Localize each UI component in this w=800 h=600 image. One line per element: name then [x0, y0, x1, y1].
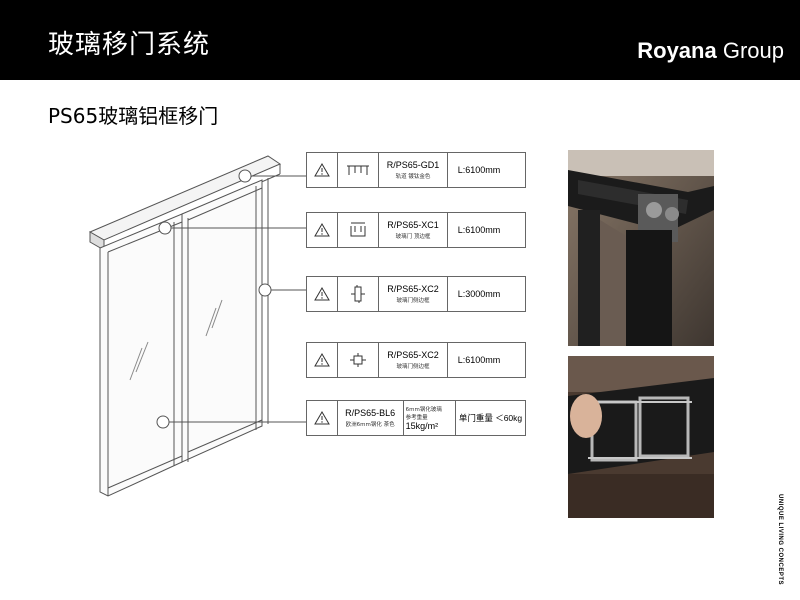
profile-section-photo [568, 356, 714, 518]
brand-name-light: Group [716, 38, 784, 63]
max-door-weight: 单门重量 ＜60kg [458, 413, 523, 423]
spec-desc: 玻璃门侧边框 [396, 364, 430, 370]
spec-code: R/PS65-XC2 [387, 350, 439, 360]
spec-length: L:6100mm [457, 225, 501, 235]
spec-code: R/PS65-GD1 [386, 160, 440, 170]
spec-row-glass: R/PS65-BL6 欧洲6mm钢化 茶色 6mm钢化玻璃 参考重量 15kg/… [306, 400, 526, 436]
spec-desc: 玻璃门 顶边框 [395, 234, 431, 240]
warning-icon [307, 153, 338, 187]
spec-desc: 玻璃门侧边框 [396, 298, 430, 304]
warning-icon [307, 277, 338, 311]
header-bar: 玻璃移门系统 Royana Group [0, 0, 800, 80]
glass-ref-label: 参考重量 [405, 415, 428, 421]
frame-corner-photo [568, 150, 714, 346]
spec-code: R/PS65-XC1 [387, 220, 439, 230]
brand-logo: Royana Group [637, 38, 784, 64]
page-title: 玻璃移门系统 [48, 30, 211, 60]
track-profile-icon [338, 153, 379, 187]
warning-icon [307, 213, 338, 247]
glass-weight: 15kg/m² [405, 421, 439, 431]
warning-icon [307, 343, 338, 377]
glass-thickness: 6mm钢化玻璃 [405, 407, 442, 413]
spec-length: L:6100mm [457, 165, 501, 175]
spec-desc: 轨道 镀钛金色 [395, 174, 431, 180]
spec-code: R/PS65-XC2 [387, 284, 439, 294]
spec-row-gd1: R/PS65-GD1 轨道 镀钛金色 L:6100mm [306, 152, 526, 188]
section-subtitle: PS65玻璃铝框移门 [48, 104, 219, 128]
side-frame-profile-icon [338, 277, 379, 311]
spec-row-xc2-b: R/PS65-XC2 玻璃门侧边框 L:6100mm [306, 342, 526, 378]
spec-code: R/PS65-BL6 [345, 408, 396, 418]
brand-name-bold: Royana [637, 38, 717, 63]
spec-row-xc2-a: R/PS65-XC2 玻璃门侧边框 L:3000mm [306, 276, 526, 312]
spec-length: L:6100mm [457, 355, 501, 365]
spec-length: L:3000mm [457, 289, 501, 299]
spec-row-xc1: R/PS65-XC1 玻璃门 顶边框 L:6100mm [306, 212, 526, 248]
spec-desc: 欧洲6mm钢化 茶色 [345, 422, 395, 428]
warning-icon [307, 401, 338, 435]
top-frame-profile-icon [338, 213, 379, 247]
brand-tagline: UNIQUE LIVING CONCEPTS [777, 494, 783, 586]
side-frame-profile-icon [338, 343, 379, 377]
